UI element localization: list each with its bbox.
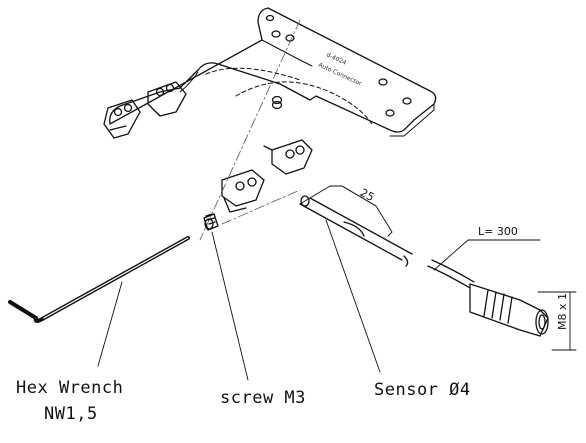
dimension-l300-leader — [433, 239, 541, 271]
hex-wrench — [8, 236, 190, 323]
label-hex-wrench-line2: NW1,5 — [44, 404, 98, 424]
assembly-axis-2 — [221, 189, 301, 225]
leader-hex-wrench — [97, 281, 123, 367]
sensor-holder-mid — [147, 81, 187, 117]
plate-text-2: Auto Connector — [317, 61, 363, 87]
label-sensor: Sensor Ø4 — [374, 380, 471, 400]
dimension-25 — [299, 185, 393, 237]
sensor-cable — [427, 259, 475, 289]
screw-m3 — [203, 213, 219, 231]
dim-label-m8: M8 x 1 — [556, 293, 569, 330]
m8-connector — [469, 283, 549, 337]
sensor-holder-upper — [263, 139, 313, 175]
sensor-holder-lower — [221, 169, 265, 213]
assembly-axis — [199, 19, 301, 241]
dimension-m8-lines — [537, 291, 577, 351]
label-hex-wrench-line1: Hex Wrench — [16, 378, 124, 398]
base-plate — [109, 7, 437, 137]
label-screw: screw M3 — [220, 388, 306, 408]
dim-label-l300: L= 300 — [478, 225, 518, 238]
plate-holes — [265, 14, 412, 117]
sensor-rod — [299, 195, 413, 267]
leader-sensor — [325, 219, 381, 373]
leader-screw — [211, 231, 249, 381]
sensor-holder-left — [103, 99, 141, 139]
